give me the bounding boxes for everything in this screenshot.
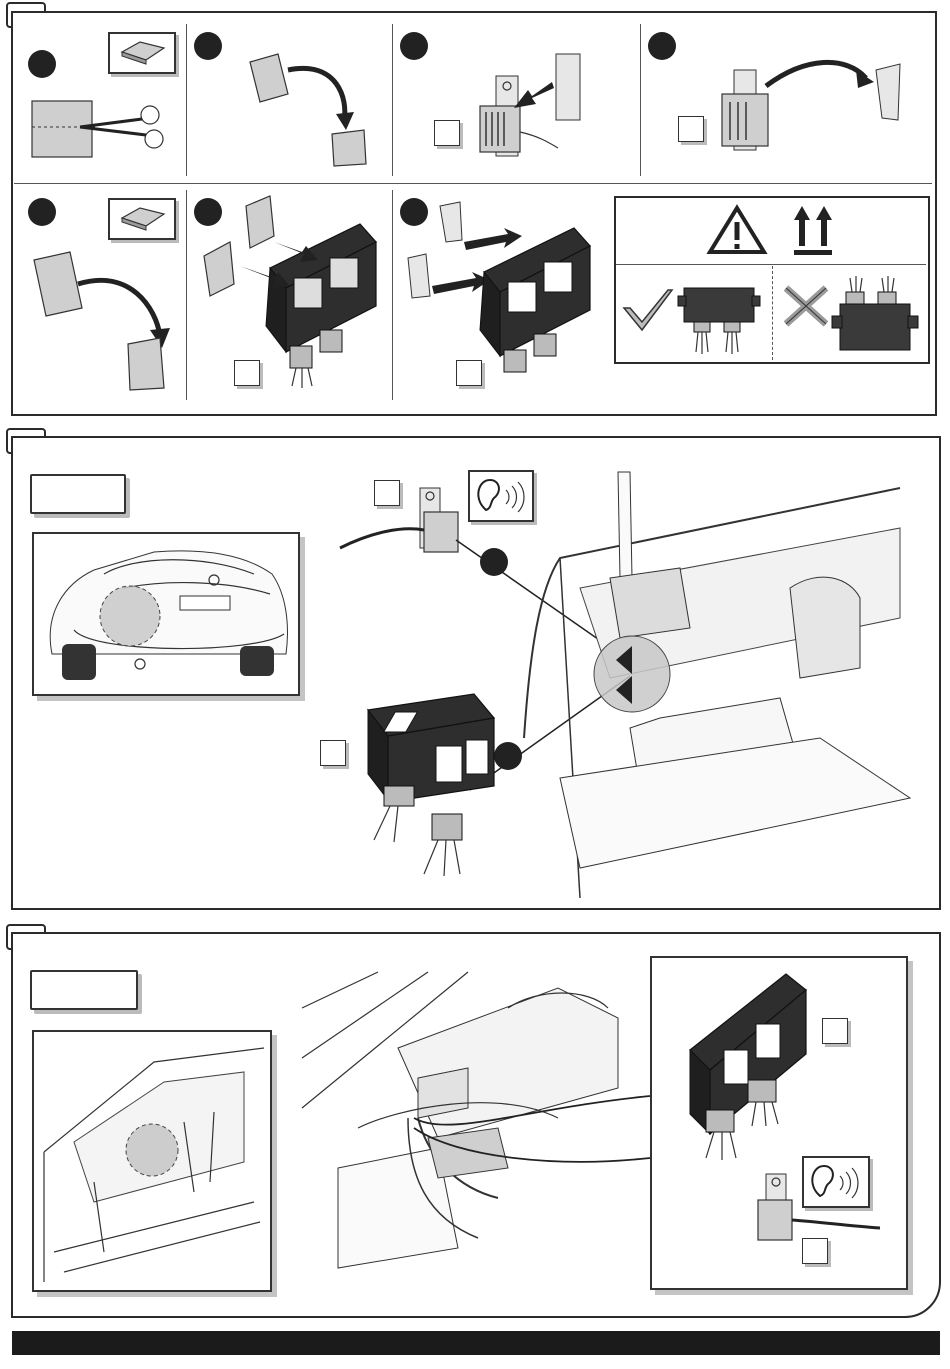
footer-bar: [12, 1331, 940, 1355]
trunk-overview-illustration: [34, 1032, 270, 1290]
step-number-box: [320, 740, 346, 766]
trunk-interior-illustration: [520, 468, 932, 900]
step-number-box: [802, 1238, 828, 1264]
engine-bay-wiring-illustration: [298, 968, 638, 1280]
vehicle-location-label: [30, 970, 138, 1010]
control-module-illustration: [676, 970, 836, 1160]
buzzer-illustration: [750, 1168, 890, 1248]
control-module-illustration: [354, 690, 514, 880]
trunk-overview-inset: [32, 1030, 272, 1292]
